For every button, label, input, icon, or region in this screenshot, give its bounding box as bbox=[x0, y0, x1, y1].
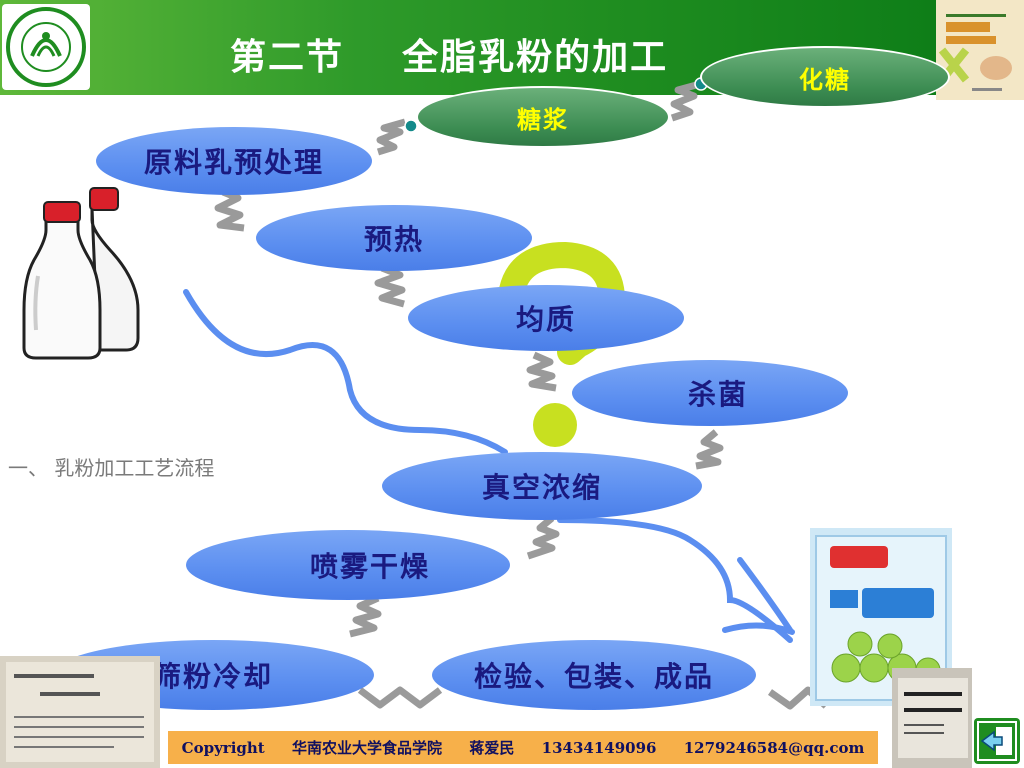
step-label: 糖浆 bbox=[517, 100, 569, 135]
exit-slide-button[interactable] bbox=[974, 718, 1020, 764]
step-raw-milk-pretreatment: 原料乳预处理 bbox=[96, 127, 372, 195]
step-label: 检验、包装、成品 bbox=[474, 655, 714, 695]
step-spray-drying: 喷雾干燥 bbox=[186, 530, 510, 600]
step-inspect-pack-product: 检验、包装、成品 bbox=[432, 640, 756, 710]
milk-bottles-icon bbox=[20, 180, 160, 365]
author-name: 蒋爱民 bbox=[469, 737, 514, 758]
footer-bar: Copyright 华南农业大学食品学院 蒋爱民 13434149096 127… bbox=[168, 731, 878, 764]
step-syrup: 糖浆 bbox=[416, 86, 670, 148]
step-label: 喷雾干燥 bbox=[310, 545, 430, 585]
step-label: 预热 bbox=[364, 218, 424, 258]
exit-door-icon bbox=[974, 718, 1020, 764]
step-label: 筛粉冷却 bbox=[153, 655, 273, 695]
section-label: 一、 乳粉加工工艺流程 bbox=[8, 452, 214, 481]
university-sign-image bbox=[892, 668, 972, 768]
step-dissolve-sugar: 化糖 bbox=[700, 46, 950, 108]
step-homogenize: 均质 bbox=[408, 285, 684, 351]
copyright-label: Copyright bbox=[182, 739, 265, 757]
organization-name: 华南农业大学食品学院 bbox=[292, 737, 442, 758]
step-label: 均质 bbox=[516, 298, 576, 338]
step-label: 杀菌 bbox=[688, 373, 748, 413]
step-sterilize: 杀菌 bbox=[572, 360, 848, 426]
step-preheat: 预热 bbox=[256, 205, 532, 271]
research-center-plaque-image bbox=[0, 656, 160, 768]
step-vacuum-concentration: 真空浓缩 bbox=[382, 452, 702, 520]
step-label: 真空浓缩 bbox=[482, 466, 602, 506]
phone-number: 13434149096 bbox=[542, 739, 657, 757]
step-label: 原料乳预处理 bbox=[144, 141, 324, 181]
step-label: 化糖 bbox=[799, 60, 851, 95]
email-address: 1279246584@qq.com bbox=[684, 739, 865, 757]
question-mark-dot bbox=[533, 403, 577, 447]
